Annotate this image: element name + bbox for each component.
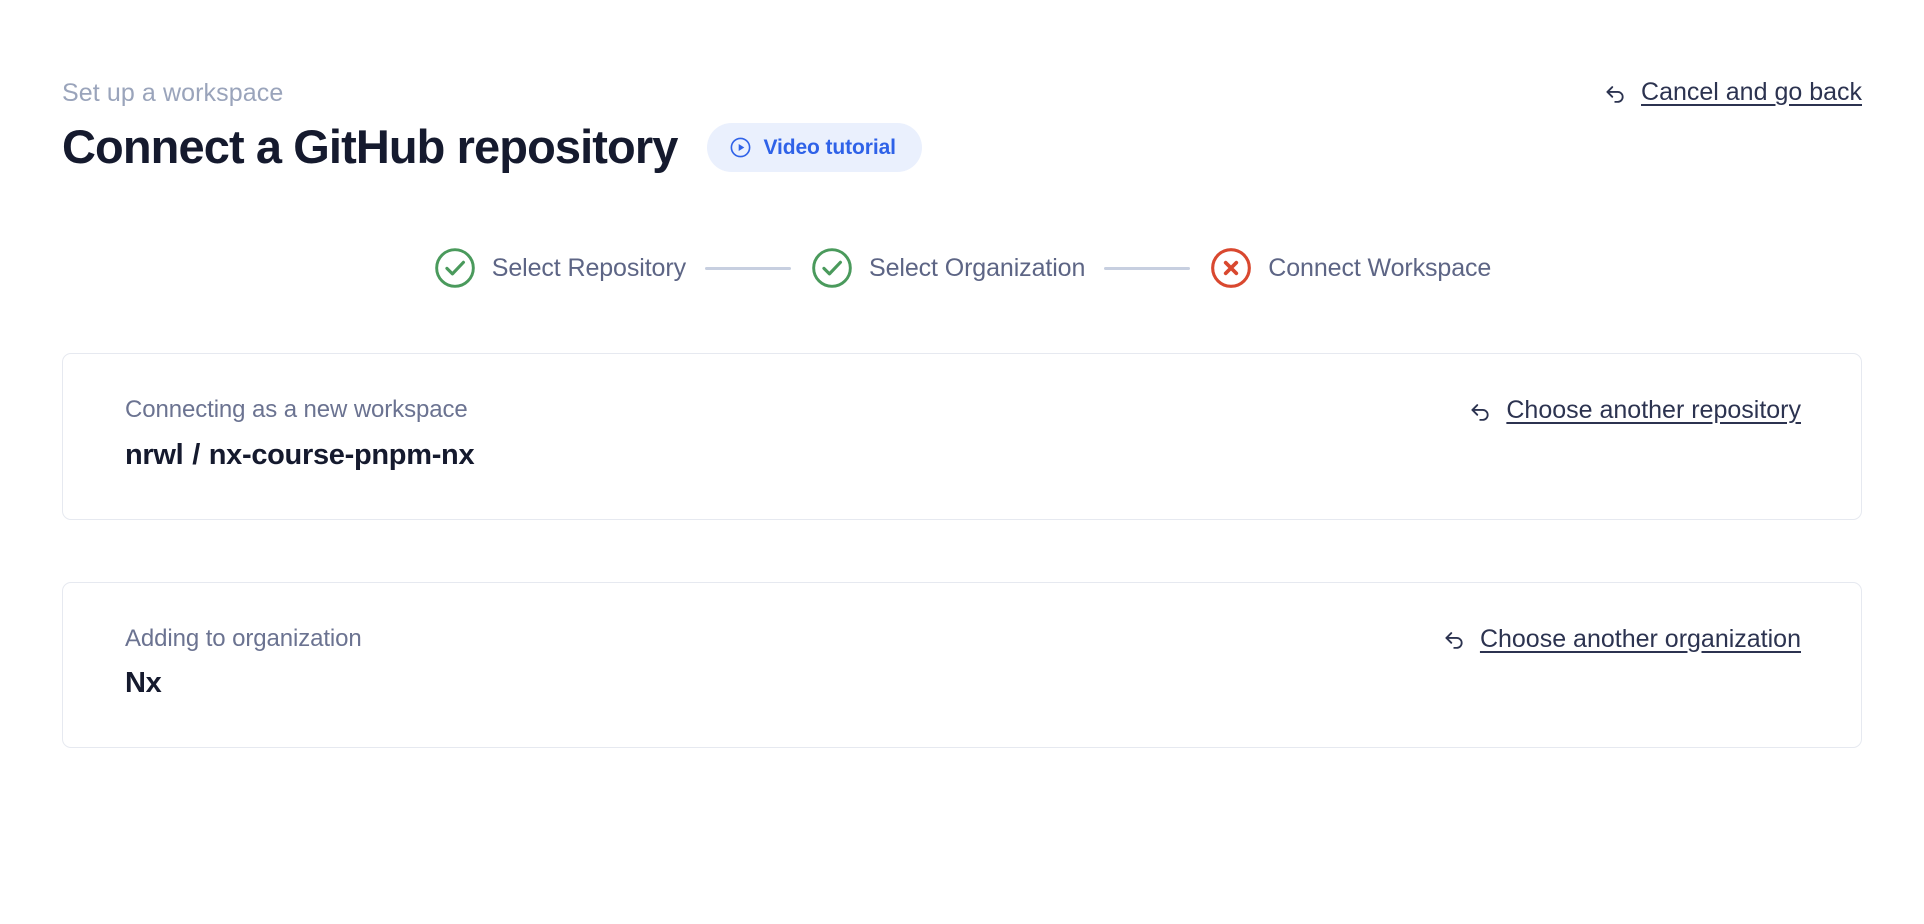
title-row: Connect a GitHub repository Video tutori… xyxy=(62,120,1862,174)
step-connector xyxy=(705,266,791,270)
back-arrow-icon xyxy=(1467,398,1493,424)
cancel-and-go-back-label: Cancel and go back xyxy=(1641,78,1862,106)
organization-card-label: Adding to organization xyxy=(125,624,362,652)
repository-card-value: nrwl / nx-course-pnpm-nx xyxy=(125,438,1801,473)
breadcrumb-eyebrow: Set up a workspace xyxy=(62,79,284,107)
repository-separator: / xyxy=(192,438,200,471)
video-tutorial-label: Video tutorial xyxy=(763,135,896,159)
choose-another-repository-link[interactable]: Choose another repository xyxy=(1467,396,1801,425)
back-arrow-icon xyxy=(1441,626,1467,652)
page-title: Connect a GitHub repository xyxy=(62,120,678,173)
repository-card-label: Connecting as a new workspace xyxy=(125,396,468,424)
step-select-repository[interactable]: Select Repository xyxy=(433,246,686,290)
organization-name: Nx xyxy=(125,667,162,700)
step-label: Select Repository xyxy=(491,253,686,282)
back-arrow-icon xyxy=(1602,80,1628,106)
step-connector xyxy=(1104,266,1191,270)
x-circle-icon xyxy=(1209,246,1253,290)
organization-card: Adding to organization Nx Choose another… xyxy=(62,581,1862,749)
step-label: Connect Workspace xyxy=(1268,253,1492,282)
choose-another-repository-label: Choose another repository xyxy=(1506,396,1801,425)
cancel-and-go-back-link[interactable]: Cancel and go back xyxy=(1602,78,1862,107)
play-circle-icon xyxy=(729,136,752,159)
repository-card: Connecting as a new workspace nrwl / nx-… xyxy=(62,353,1862,520)
progress-stepper: Select Repository Select Organization Co… xyxy=(62,246,1862,290)
choose-another-organization-link[interactable]: Choose another organization xyxy=(1441,625,1801,654)
organization-card-value: Nx xyxy=(125,666,1801,701)
step-connect-workspace[interactable]: Connect Workspace xyxy=(1209,246,1491,290)
step-select-organization[interactable]: Select Organization xyxy=(810,246,1085,290)
video-tutorial-button[interactable]: Video tutorial xyxy=(707,122,922,172)
step-label: Select Organization xyxy=(869,253,1086,282)
repository-name: nx-course-pnpm-nx xyxy=(208,438,475,471)
choose-another-organization-label: Choose another organization xyxy=(1479,624,1801,653)
check-circle-icon xyxy=(433,246,477,290)
repository-owner: nrwl xyxy=(125,438,184,471)
check-circle-icon xyxy=(810,246,854,290)
page-header: Set up a workspace Connect a GitHub repo… xyxy=(62,0,1862,174)
